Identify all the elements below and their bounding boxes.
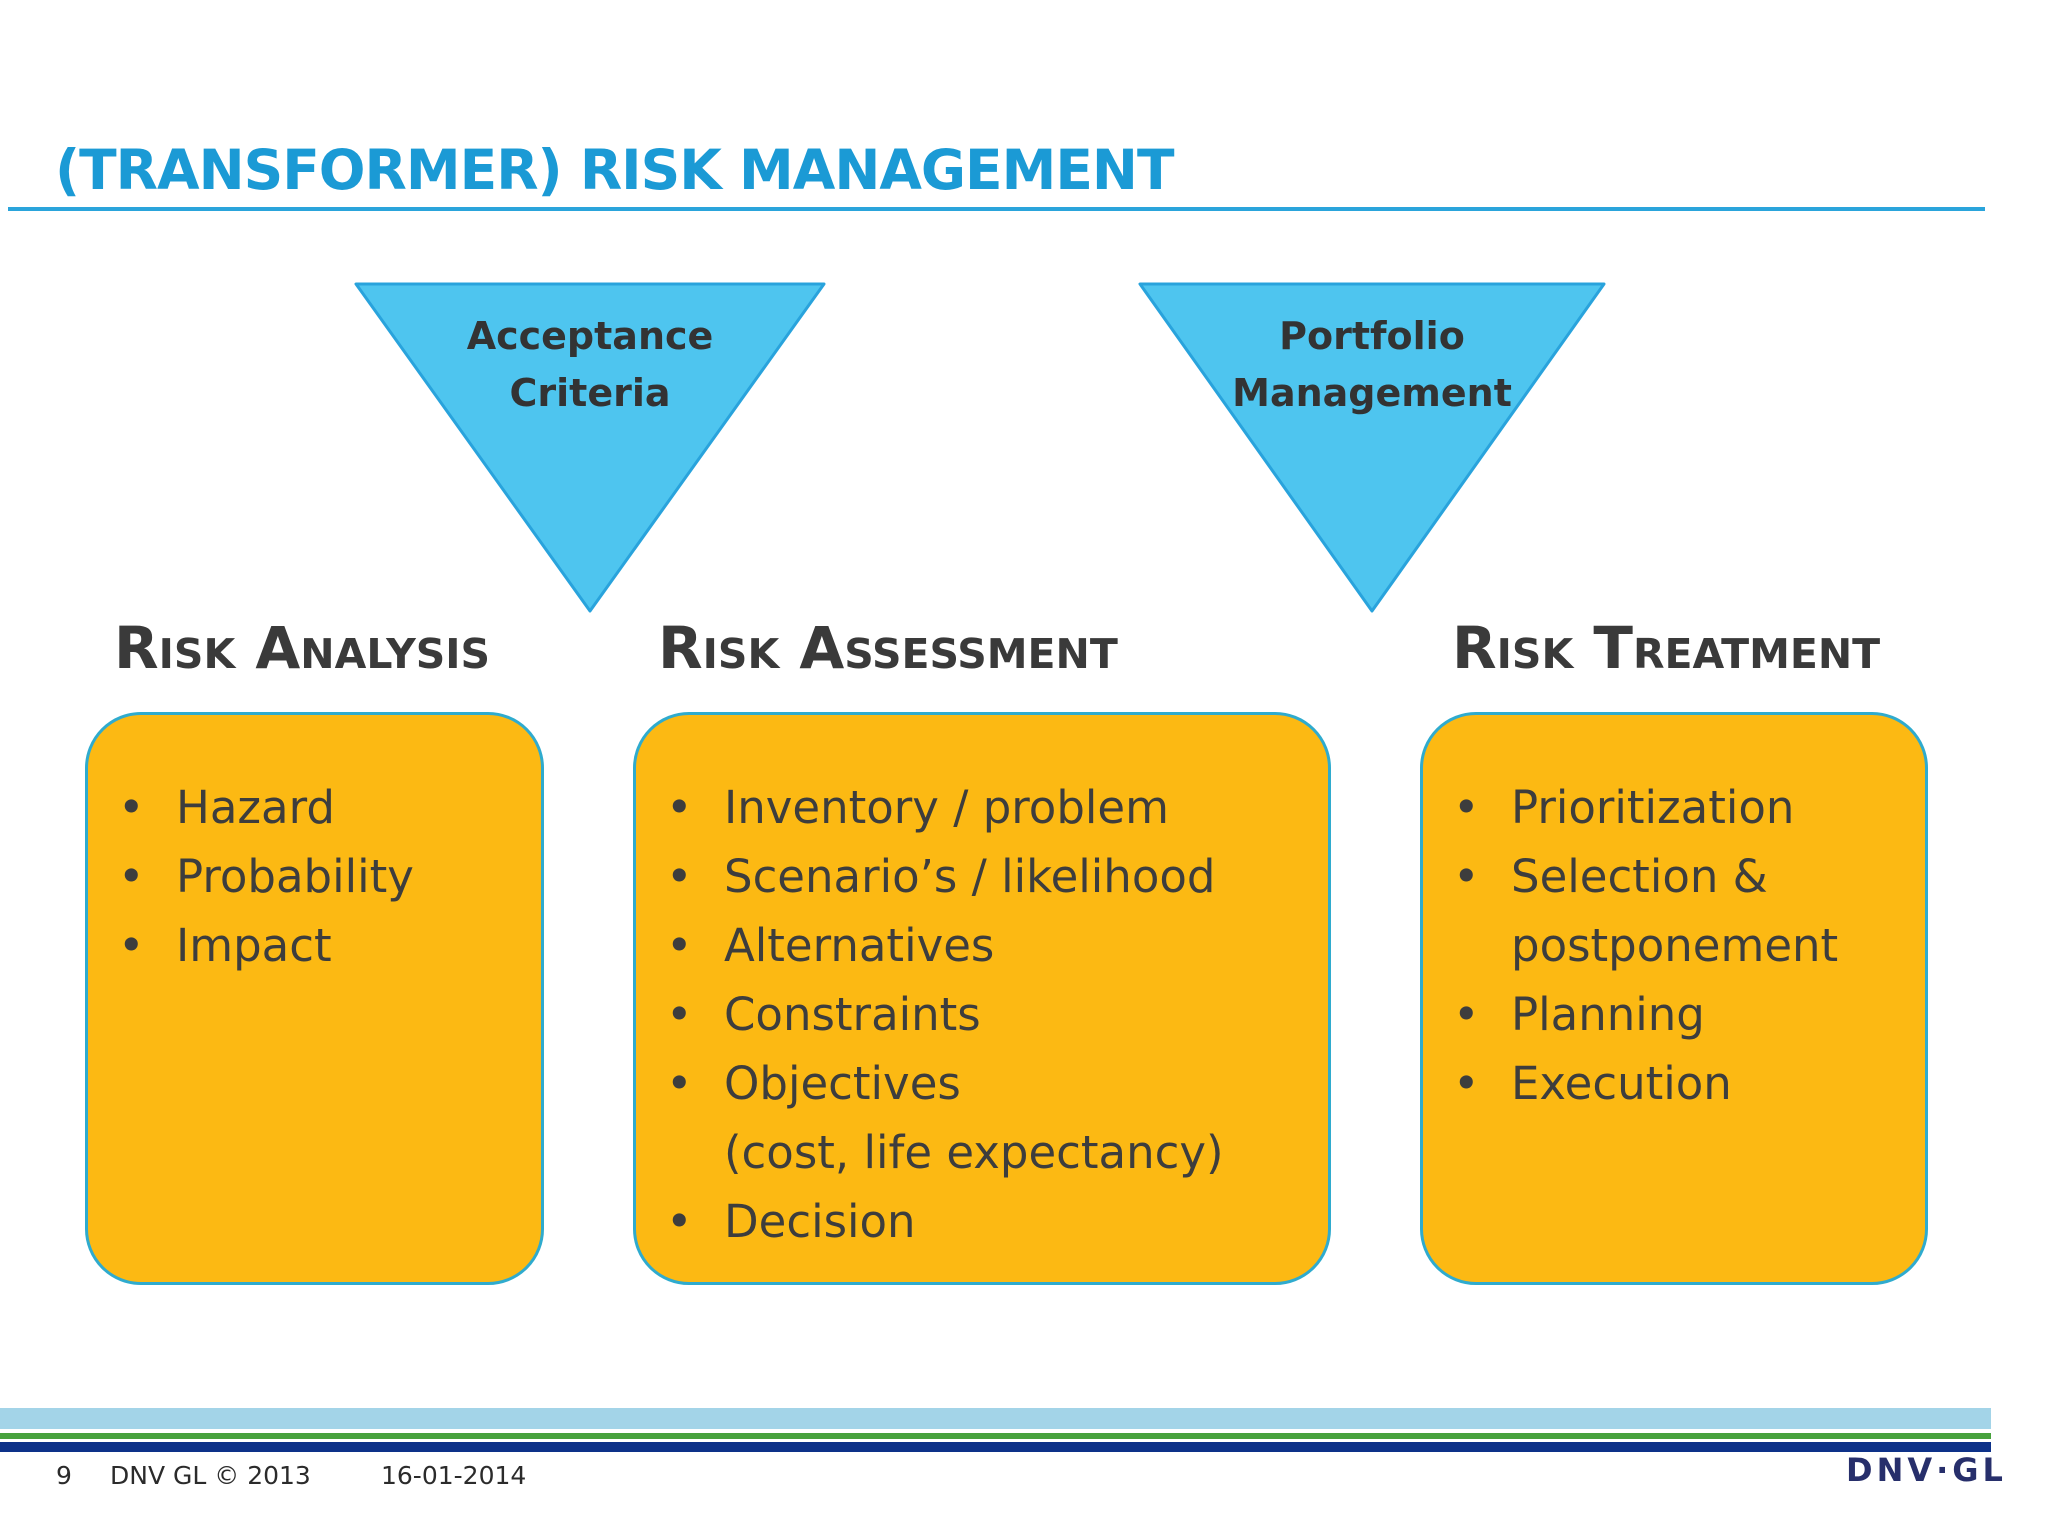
bullet-icon: • — [1453, 781, 1480, 834]
bullet-icon: • — [118, 919, 145, 972]
bullet-icon: • — [666, 781, 693, 834]
copyright-text: DNV GL © 2013 — [110, 1461, 311, 1490]
risk-assessment-box: • Inventory / problem • Scenario’s / lik… — [633, 712, 1331, 1285]
page-number: 9 — [56, 1461, 72, 1490]
list-item-text: Impact — [176, 919, 332, 972]
list-item-text: Execution — [1511, 1057, 1732, 1110]
list-item: • Planning — [1423, 980, 1905, 1049]
list-item: • Impact — [88, 911, 521, 980]
bullet-icon: • — [118, 850, 145, 903]
column-heading-risk-treatment: Risk Treatment — [1452, 614, 1881, 682]
list-item-text: Alternatives — [724, 919, 995, 972]
acceptance-criteria-label: Acceptance Criteria — [466, 314, 714, 415]
portfolio-management-label: Portfolio Management — [1232, 314, 1512, 415]
list-item: • Execution — [1423, 1049, 1905, 1118]
footer-stripe-lightblue — [0, 1408, 1991, 1429]
risk-analysis-list: • Hazard • Probability • Impact — [88, 715, 541, 980]
list-item-text: Decision — [724, 1195, 916, 1248]
list-item: • Probability — [88, 842, 521, 911]
list-item-text: Probability — [176, 850, 414, 903]
dnv-gl-logo: DNV·GL — [1846, 1451, 2007, 1489]
portfolio-management-funnel-triangle — [1138, 282, 1606, 613]
triangle-shape — [354, 282, 826, 613]
risk-treatment-list: • Prioritization • Selection & postponem… — [1423, 715, 1925, 1118]
bullet-icon: • — [118, 781, 145, 834]
list-item-text: Selection & — [1511, 850, 1768, 903]
footer-stripe-green — [0, 1433, 1991, 1439]
list-item: • Prioritization — [1423, 773, 1905, 842]
footer-stripe-navy — [0, 1442, 1991, 1452]
list-item-text: Scenario’s / likelihood — [724, 850, 1216, 903]
list-item: • Selection & — [1423, 842, 1905, 911]
list-item-text: Objectives — [724, 1057, 961, 1110]
risk-assessment-list: • Inventory / problem • Scenario’s / lik… — [636, 715, 1328, 1256]
column-heading-risk-analysis: Risk Analysis — [114, 614, 491, 682]
risk-analysis-box: • Hazard • Probability • Impact — [85, 712, 544, 1285]
bullet-icon: • — [666, 1057, 693, 1110]
list-item: • Objectives — [636, 1049, 1308, 1118]
column-heading-risk-assessment: Risk Assessment — [658, 614, 1118, 682]
list-item-text: Planning — [1511, 988, 1705, 1041]
bullet-icon: • — [666, 919, 693, 972]
list-item: • Constraints — [636, 980, 1308, 1049]
triangle-shape — [1138, 282, 1606, 613]
date-text: 16-01-2014 — [381, 1461, 527, 1490]
title-underline — [8, 207, 1985, 211]
list-item: • Scenario’s / likelihood — [636, 842, 1308, 911]
risk-treatment-box: • Prioritization • Selection & postponem… — [1420, 712, 1928, 1285]
list-item: • Alternatives — [636, 911, 1308, 980]
bullet-icon: • — [1453, 1057, 1480, 1110]
list-item-text: (cost, life expectancy) — [724, 1126, 1224, 1179]
bullet-icon: • — [1453, 988, 1480, 1041]
list-item-text: Prioritization — [1511, 781, 1795, 834]
list-item-text: Hazard — [176, 781, 335, 834]
list-item: • Decision — [636, 1187, 1308, 1256]
slide-title: (TRANSFORMER) RISK MANAGEMENT — [55, 138, 1174, 202]
list-item-text: Constraints — [724, 988, 981, 1041]
bullet-icon: • — [1453, 850, 1480, 903]
list-item: • Hazard — [88, 773, 521, 842]
list-item-text: postponement — [1511, 919, 1839, 972]
list-item: • Inventory / problem — [636, 773, 1308, 842]
list-item-text: Inventory / problem — [724, 781, 1169, 834]
bullet-icon: • — [666, 850, 693, 903]
bullet-icon: • — [666, 988, 693, 1041]
acceptance-criteria-funnel-triangle — [354, 282, 826, 613]
list-item: (cost, life expectancy) — [636, 1118, 1308, 1187]
list-item: postponement — [1423, 911, 1905, 980]
bullet-icon: • — [666, 1195, 693, 1248]
